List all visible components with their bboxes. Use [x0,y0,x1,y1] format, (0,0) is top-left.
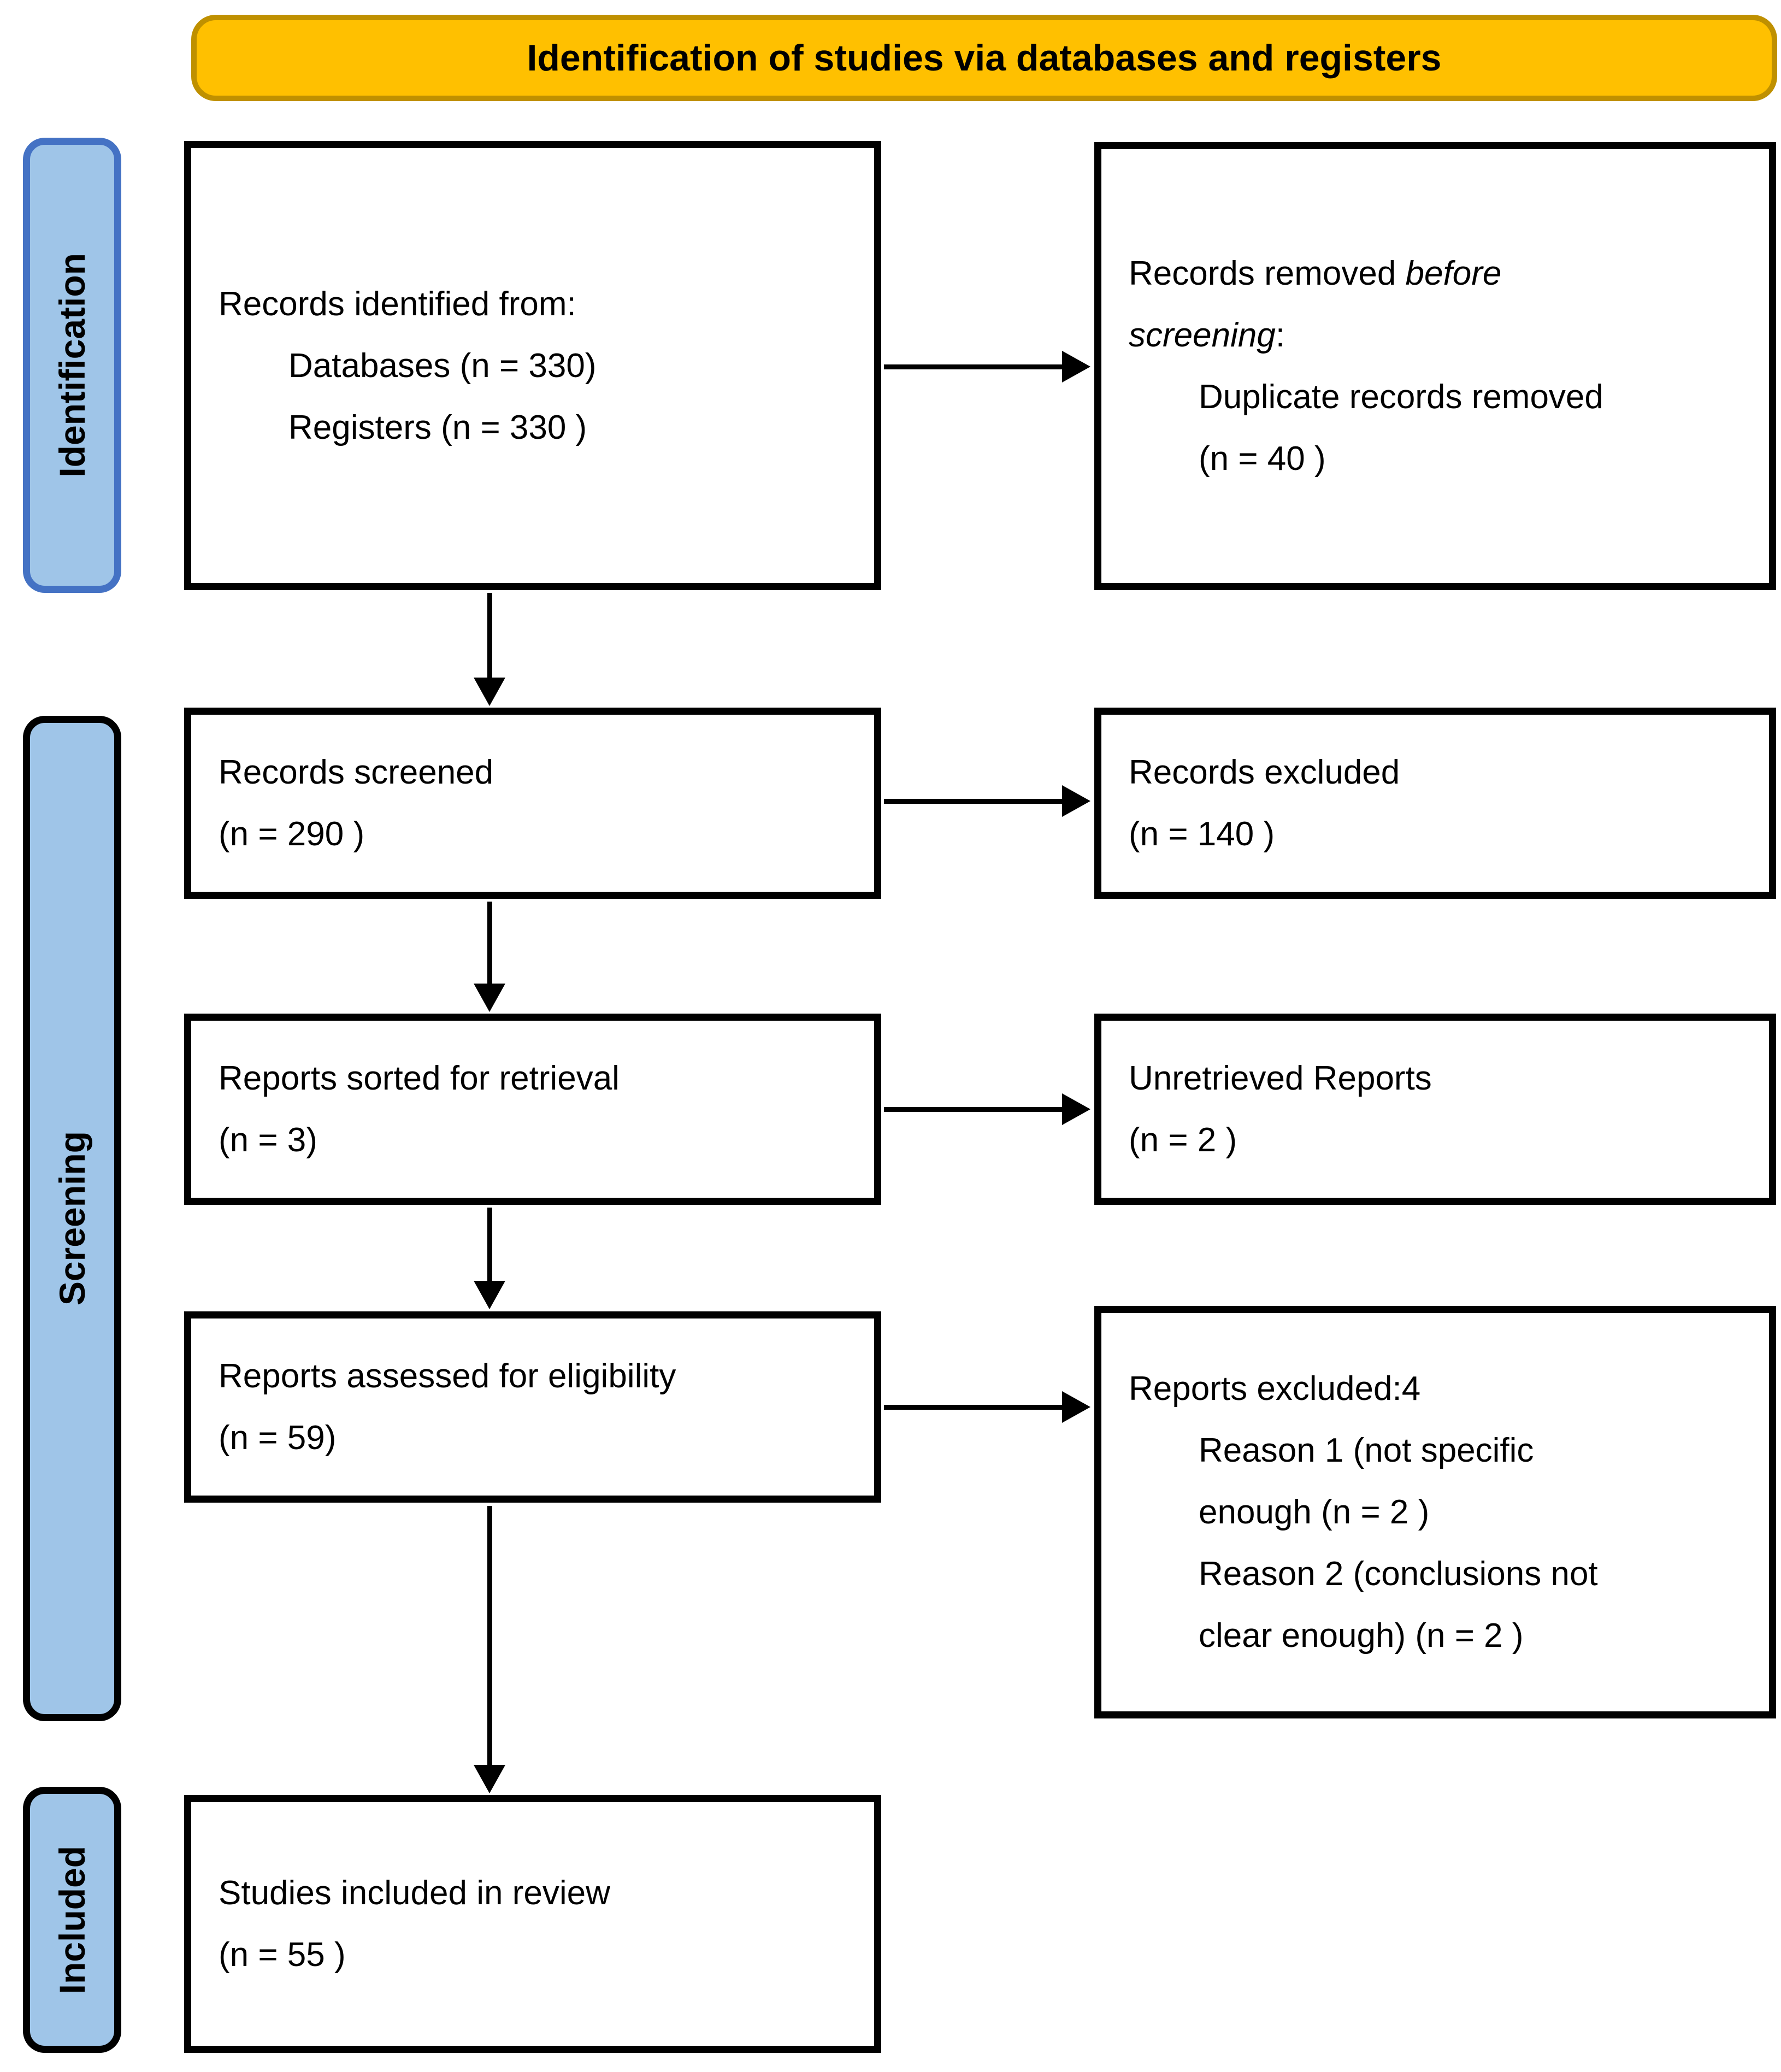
stage-included-label: Included [52,1845,92,1994]
arrow-head-right-icon [1062,351,1090,382]
arrow-right-screened-to-excluded [884,785,1090,817]
stage-screening: Screening [23,716,121,1721]
box-line: (n = 290 ) [219,815,365,853]
box-line: Records removed before [1129,243,1753,304]
text-run: Records removed [1129,255,1406,292]
banner-identification-via-databases: Identification of studies via databases … [191,15,1777,101]
box-line: (n = 40 ) [1199,440,1326,478]
box-records-screened: Records screened (n = 290 ) [184,708,881,899]
arrow-shaft [487,1506,492,1768]
text-run-italic: before [1405,255,1502,292]
box-reports-excluded: Reports excluded:4 Reason 1 (not specifi… [1094,1306,1776,1718]
box-line: (n = 140 ) [1129,815,1275,853]
box-line: enough (n = 2 ) [1199,1493,1430,1531]
box-line: (n = 55 ) [219,1936,346,1974]
box-line: Unretrieved Reports [1129,1059,1432,1097]
arrow-right-identified-to-removed [884,351,1090,382]
box-line: Reports sorted for retrieval [219,1059,620,1097]
arrow-head-right-icon [1062,1391,1090,1423]
box-line: Databases (n = 330) [288,346,597,385]
box-line: (n = 3) [219,1121,317,1159]
arrow-down-sorted-to-assessed [474,1208,505,1309]
arrow-shaft [487,902,492,986]
box-line: Studies included in review [219,1874,610,1912]
box-unretrieved-reports: Unretrieved Reports (n = 2 ) [1094,1014,1776,1205]
arrow-down-assessed-to-included [474,1506,505,1793]
arrow-head-right-icon [1062,1093,1090,1125]
box-line: Reason 2 (conclusions not [1199,1555,1598,1593]
arrow-head-down-icon [474,678,505,706]
box-records-removed: Records removed before screening: Duplic… [1094,142,1776,590]
stage-screening-label: Screening [52,1131,92,1306]
arrow-head-down-icon [474,1765,505,1793]
box-reports-sorted: Reports sorted for retrieval (n = 3) [184,1014,881,1205]
banner-title: Identification of studies via databases … [527,37,1442,79]
box-records-identified: Records identified from: Databases (n = … [184,141,881,590]
box-line: Reason 1 (not specific [1199,1432,1534,1469]
box-line: Records excluded [1129,754,1400,791]
box-line: screening: [1129,304,1753,366]
stage-identification-label: Identification [52,253,92,478]
arrow-head-right-icon [1062,785,1090,817]
arrow-shaft [884,364,1065,369]
arrow-shaft [884,1405,1065,1410]
arrow-shaft [487,593,492,680]
arrow-shaft [884,1107,1065,1112]
box-line: Records identified from: [219,285,576,323]
stage-identification: Identification [23,138,121,593]
box-line: Reports excluded:4 [1129,1370,1421,1408]
box-line: (n = 2 ) [1129,1121,1237,1159]
box-line: Records screened [219,754,494,791]
arrow-right-sorted-to-unretrieved [884,1093,1090,1125]
arrow-head-down-icon [474,1281,505,1309]
text-run: : [1275,316,1285,354]
arrow-shaft [487,1208,492,1284]
arrow-right-assessed-to-excluded [884,1391,1090,1423]
text-run-italic: screening [1129,316,1276,354]
box-line: Duplicate records removed [1199,378,1603,416]
box-line: Registers (n = 330 ) [288,408,587,446]
box-line: clear enough) (n = 2 ) [1199,1617,1524,1655]
box-reports-assessed: Reports assessed for eligibility (n = 59… [184,1311,881,1503]
stage-included: Included [23,1787,121,2053]
arrow-down-identified-to-screened [474,593,505,706]
box-line: (n = 59) [219,1419,337,1457]
box-studies-included: Studies included in review (n = 55 ) [184,1795,881,2053]
box-line: Reports assessed for eligibility [219,1357,676,1395]
box-records-excluded: Records excluded (n = 140 ) [1094,708,1776,899]
arrow-head-down-icon [474,984,505,1012]
arrow-shaft [884,799,1065,804]
arrow-down-screened-to-sorted [474,902,505,1012]
